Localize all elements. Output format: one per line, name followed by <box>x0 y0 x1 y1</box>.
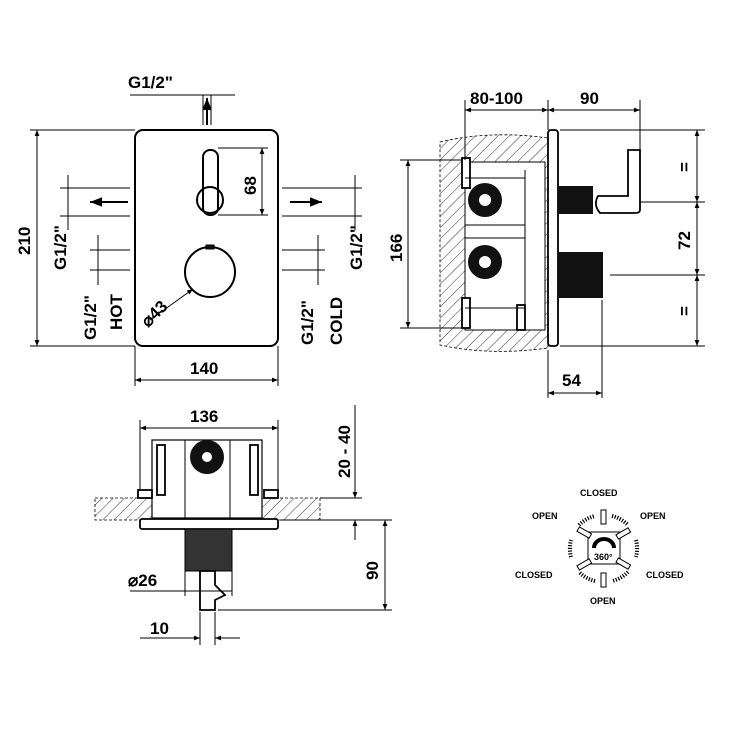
cover-plate <box>134 129 279 347</box>
equal-top-mark: = <box>675 162 694 172</box>
top-plate <box>139 518 279 530</box>
spacing-dimension: 72 <box>675 231 694 250</box>
rotation-dial: 360° CLOSED OPEN OPEN CLOSED CLOSED OPEN <box>515 488 684 606</box>
rotation-arrow-icon <box>592 537 616 549</box>
lever-side <box>595 149 641 214</box>
dial-center-label: 360° <box>594 552 613 562</box>
side-view: 80-100 90 166 = 72 = 54 <box>387 89 705 398</box>
right-outlet-label: G1/2" <box>347 225 366 270</box>
top-view: 136 20 - 40 90 ⌀26 10 <box>94 405 392 645</box>
cold-inlet-size: G1/2" <box>298 300 317 345</box>
dial-label-bottom-left: CLOSED <box>515 570 553 580</box>
dial-tick-arcs <box>567 514 640 583</box>
knob-diameter-dimension: ⌀43 <box>137 297 171 331</box>
dial-label-top-left: OPEN <box>532 511 558 521</box>
lever-handle <box>202 149 219 216</box>
top-connection-label: G1/2" <box>128 73 173 92</box>
projection-dimension: 90 <box>580 89 599 108</box>
front-view: G1/2" 210 68 ⌀43 140 G1/2" G1/2" HOT G1/… <box>15 73 366 386</box>
dial-center-box <box>587 531 621 565</box>
dial-label-top: CLOSED <box>580 488 618 498</box>
lever-height-dimension: 68 <box>241 176 260 195</box>
dial-label-bottom: OPEN <box>590 596 616 606</box>
dial-label-bottom-right: CLOSED <box>646 570 684 580</box>
lever-stem <box>558 186 593 214</box>
knob-side <box>558 252 603 298</box>
stem-diameter-dimension: ⌀26 <box>128 571 157 590</box>
box-height-dimension: 166 <box>387 234 406 262</box>
top-projection-dimension: 90 <box>363 561 382 580</box>
stem-top <box>184 528 233 572</box>
top-width-dimension: 136 <box>190 407 218 426</box>
wall-depth-dimension: 80-100 <box>470 89 523 108</box>
width-dimension: 140 <box>190 359 218 378</box>
side-plate <box>547 129 559 347</box>
lever-base <box>196 186 224 214</box>
equal-bottom-mark: = <box>675 306 694 316</box>
hot-inlet-size: G1/2" <box>81 295 100 340</box>
height-dimension: 210 <box>15 227 34 255</box>
dial-label-top-right: OPEN <box>640 511 666 521</box>
wall-range-dimension: 20 - 40 <box>335 425 354 478</box>
lever-width-dimension: 10 <box>150 619 169 638</box>
left-outlet-label: G1/2" <box>51 225 70 270</box>
cold-label: COLD <box>327 297 346 345</box>
knob-depth-dimension: 54 <box>562 371 581 390</box>
hot-label: HOT <box>107 294 126 331</box>
